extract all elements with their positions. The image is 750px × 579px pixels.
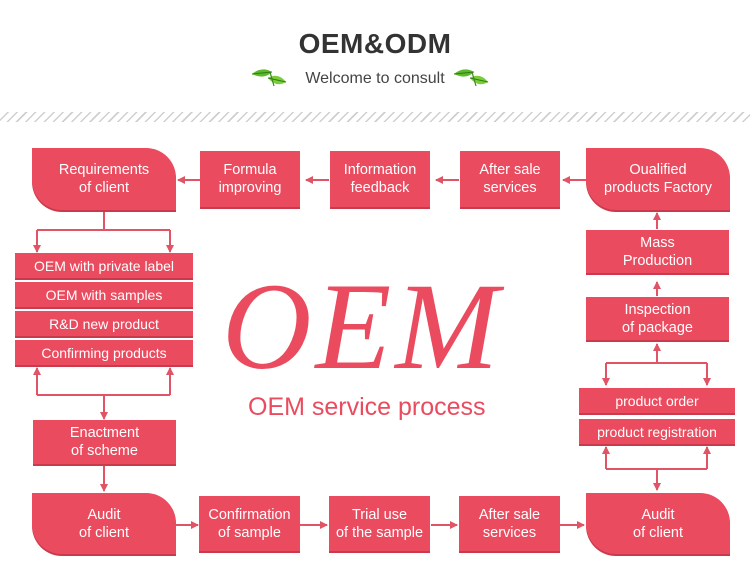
oem-service-caption: OEM service process [248, 393, 486, 421]
leaf-icon [453, 69, 489, 87]
node-audit-of-client-right: Audit of client [586, 493, 730, 554]
node-rd-new-product: R&D new product [15, 311, 193, 336]
node-after-sale-services-top: After sale services [460, 151, 560, 207]
node-inspection-of-package: Inspection of package [586, 297, 729, 340]
node-qualified-products-factory: Oualified products Factory [586, 148, 730, 210]
node-trial-use-of-sample: Trial use of the sample [329, 496, 430, 551]
node-product-registration: product registration [579, 419, 735, 444]
node-after-sale-services-bottom: After sale services [459, 496, 560, 551]
node-oem-private-label: OEM with private label [15, 253, 193, 278]
node-requirements-of-client: Requirements of client [32, 148, 176, 210]
node-oem-with-samples: OEM with samples [15, 282, 193, 307]
node-mass-production: Mass Production [586, 230, 729, 273]
oem-big-text: OEM [222, 258, 503, 395]
node-product-order: product order [579, 388, 735, 413]
node-enactment-of-scheme: Enactment of scheme [33, 420, 176, 464]
node-confirmation-of-sample: Confirmation of sample [199, 496, 300, 551]
leaf-icon [251, 69, 287, 87]
node-audit-of-client-left: Audit of client [32, 493, 176, 554]
node-formula-improving: Formula improving [200, 151, 300, 207]
divider-stripe [0, 112, 750, 122]
node-information-feedback: Information feedback [330, 151, 430, 207]
page-title: OEM&ODM [298, 28, 452, 59]
node-confirming-products: Confirming products [15, 340, 193, 365]
page-subtitle: Welcome to consult [305, 70, 445, 87]
